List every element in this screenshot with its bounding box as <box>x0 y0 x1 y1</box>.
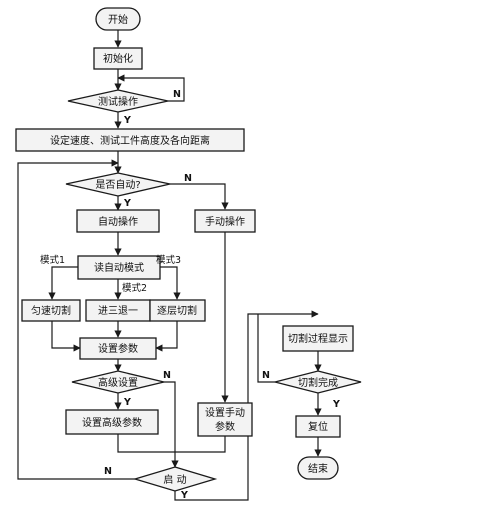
arrow-mode3 <box>160 266 181 300</box>
reset-box <box>295 415 341 438</box>
arrow-manual-join <box>175 436 226 453</box>
test-op-label: 测试操作 <box>98 95 138 108</box>
set-manual-params-box <box>197 402 253 437</box>
arrow-mode1 <box>48 266 78 300</box>
start-terminal <box>95 7 141 31</box>
node-init: 初始化 <box>93 47 143 70</box>
node-layer-cut: 逐层切割 <box>149 299 206 322</box>
arrow-launch-yes <box>174 313 258 501</box>
label-adv-no: N <box>163 370 171 381</box>
label-done-no: N <box>262 370 270 381</box>
arrow-advparams-join <box>117 434 175 453</box>
connectors <box>17 30 322 501</box>
set-speed-box <box>15 128 245 152</box>
node-reset: 复位 <box>295 415 341 438</box>
node-is-auto: 是否自动? <box>65 172 171 197</box>
label-done-yes: Y <box>332 399 340 410</box>
set-speed-label: 设定速度、测试工件高度及各向距离 <box>50 134 210 147</box>
node-launch: 启 动 <box>132 466 218 492</box>
label-auto-yes: Y <box>123 198 131 209</box>
is-auto-diamond <box>65 172 171 197</box>
arrow-uniform-params <box>51 321 81 352</box>
node-uniform-cut: 匀速切割 <box>21 299 81 322</box>
advanced-label: 高级设置 <box>98 376 138 389</box>
manual-op-box <box>194 209 256 233</box>
uniform-cut-box <box>21 299 81 322</box>
init-box <box>93 47 143 70</box>
node-read-mode: 读自动模式 <box>77 255 161 280</box>
end-terminal <box>297 456 339 480</box>
arrow-launch-no <box>17 159 135 480</box>
auto-op-box <box>76 209 160 233</box>
node-cut-done: 切割完成 <box>274 370 362 394</box>
node-test-op: 测试操作 <box>67 89 169 113</box>
node-auto-op: 自动操作 <box>76 209 160 233</box>
label-launch-yes: Y <box>180 490 188 501</box>
read-mode-label: 读自动模式 <box>94 261 144 274</box>
start-label: 开始 <box>108 13 128 26</box>
node-start: 开始 <box>95 7 141 31</box>
set-adv-params-label: 设置高级参数 <box>82 416 142 429</box>
label-auto-no: N <box>184 173 192 184</box>
uniform-cut-label: 匀速切割 <box>31 304 71 317</box>
node-end: 结束 <box>297 456 339 480</box>
arrow-test-loop <box>117 74 185 102</box>
end-label: 结束 <box>308 462 328 475</box>
set-adv-params-box <box>65 409 159 435</box>
edge-labels: N Y N Y 模式1 模式2 模式3 N Y N Y N Y <box>40 89 340 501</box>
node-manual-op: 手动操作 <box>194 209 256 233</box>
arrow-layer-params <box>155 321 178 352</box>
auto-op-label: 自动操作 <box>98 215 138 228</box>
cut-done-label: 切割完成 <box>298 376 338 389</box>
arrow-done-no <box>257 314 275 383</box>
manual-op-label: 手动操作 <box>205 215 245 228</box>
node-set-speed: 设定速度、测试工件高度及各向距离 <box>15 128 245 152</box>
node-advanced: 高级设置 <box>71 370 165 394</box>
set-params-box <box>79 337 157 360</box>
cut-display-box <box>282 325 354 352</box>
launch-diamond <box>132 466 218 492</box>
init-label: 初始化 <box>103 52 133 65</box>
layer-cut-label: 逐层切割 <box>157 304 197 317</box>
is-auto-label: 是否自动? <box>95 178 140 191</box>
reset-label: 复位 <box>308 420 328 433</box>
cut-done-diamond <box>274 370 362 394</box>
label-launch-no: N <box>104 466 112 477</box>
label-mode3: 模式3 <box>156 254 181 266</box>
set-params-label: 设置参数 <box>98 342 138 355</box>
set-manual-params-line2: 参数 <box>215 420 235 433</box>
label-test-no: N <box>173 89 181 100</box>
cut-display-label: 切割过程显示 <box>288 332 348 345</box>
label-adv-yes: Y <box>123 397 131 408</box>
label-test-yes: Y <box>123 115 131 126</box>
node-set-adv-params: 设置高级参数 <box>65 409 159 435</box>
layer-cut-box <box>149 299 206 322</box>
set-manual-params-line1: 设置手动 <box>205 406 245 419</box>
node-set-manual-params: 设置手动 参数 <box>197 402 253 437</box>
advanced-diamond <box>71 370 165 394</box>
read-mode-box <box>77 255 161 280</box>
arrow-auto-no <box>170 183 229 210</box>
node-cut-display: 切割过程显示 <box>282 325 354 352</box>
test-op-diamond <box>67 89 169 113</box>
arrow-advset-no <box>164 381 176 452</box>
node-advance-retreat: 进三退一 <box>85 299 151 322</box>
advance-retreat-label: 进三退一 <box>98 305 138 317</box>
node-set-params: 设置参数 <box>79 337 157 360</box>
launch-label: 启 动 <box>163 473 186 486</box>
label-mode2: 模式2 <box>122 282 147 294</box>
label-mode1: 模式1 <box>40 254 65 266</box>
